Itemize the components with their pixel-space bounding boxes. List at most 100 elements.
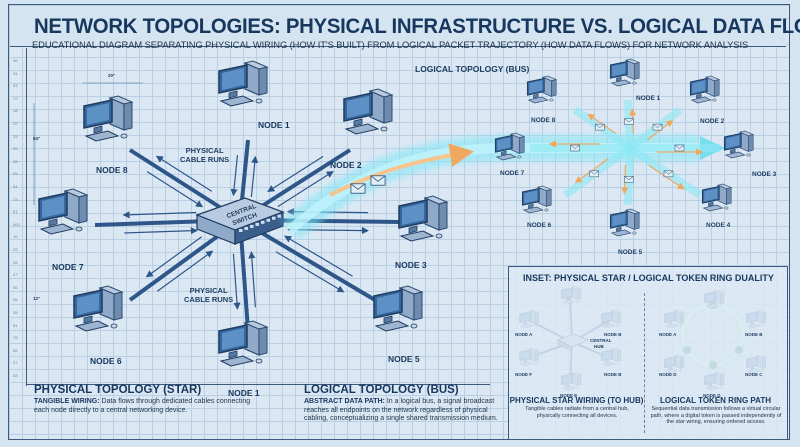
ruler-tick: 38 bbox=[13, 158, 18, 164]
envelope-icon bbox=[652, 123, 663, 131]
cable-runs-label-top: PHYSICAL CABLE RUNS bbox=[180, 146, 229, 164]
switch-port bbox=[255, 222, 259, 226]
computer-icon bbox=[73, 285, 123, 332]
ruler-tick: 53 bbox=[13, 83, 18, 89]
ruler-tick: 400 bbox=[13, 221, 20, 227]
node-label: NODE 2 bbox=[330, 160, 362, 170]
node-label: NODE 8 bbox=[96, 165, 128, 175]
ruler-tick: 54 bbox=[13, 322, 18, 328]
cable-runs-label-bottom: PHYSICAL CABLE RUNS bbox=[184, 286, 233, 304]
ruler-tick: 47 bbox=[13, 272, 18, 278]
switch-port bbox=[266, 218, 270, 222]
outbound-arrow bbox=[250, 155, 259, 197]
computer-icon bbox=[609, 58, 640, 87]
ruler-tick: 54 bbox=[13, 184, 18, 189]
packet-arrow bbox=[587, 113, 617, 134]
computer-icon bbox=[723, 130, 754, 159]
outbound-arrow bbox=[155, 155, 213, 192]
physical-lead: TANGIBLE WIRING: bbox=[34, 398, 100, 405]
envelope-icon bbox=[674, 144, 685, 152]
page-title: NETWORK TOPOLOGIES: PHYSICAL INFRASTRUCT… bbox=[34, 15, 800, 38]
physical-body: Data flows through dedicated cables conn… bbox=[34, 398, 251, 414]
node-label: NODE 6 bbox=[90, 356, 122, 366]
inset-node-label: NODE A bbox=[515, 332, 533, 337]
cable-label-line: PHYSICAL bbox=[185, 146, 224, 155]
node-label: NODE 7 bbox=[500, 170, 525, 177]
cable-label-line: CABLE RUNS bbox=[184, 295, 234, 304]
switch-port bbox=[261, 220, 265, 224]
envelope-icon bbox=[589, 170, 599, 178]
physical-topology-text: TANGIBLE WIRING: Data flows through dedi… bbox=[34, 398, 254, 415]
envelope-icon bbox=[370, 175, 386, 186]
envelope-icon bbox=[570, 144, 580, 152]
envelope-icon bbox=[350, 183, 366, 194]
computer-icon bbox=[609, 208, 640, 237]
ruler-tick: 25 bbox=[13, 247, 18, 252]
ruler-tick: 45 bbox=[13, 297, 18, 303]
ruler-tick: 35 bbox=[13, 146, 18, 152]
ruler-tick: 73 bbox=[13, 196, 18, 202]
ruler-tick: 56 bbox=[13, 284, 18, 290]
page-subtitle: EDUCATIONAL DIAGRAM SEPARATING PHYSICAL … bbox=[32, 39, 749, 50]
computer-icon bbox=[689, 75, 720, 104]
inset-node-label: NODE A bbox=[659, 332, 677, 337]
node-label: NODE 7 bbox=[52, 262, 84, 272]
logical-topology-text: ABSTRACT DATA PATH: In a logical bus, a … bbox=[304, 398, 499, 424]
logical-bus-title: LOGICAL TOPOLOGY (BUS) bbox=[415, 64, 530, 74]
outbound-arrow bbox=[275, 251, 345, 293]
computer-icon bbox=[343, 88, 393, 135]
ruler-tick: 37 bbox=[13, 360, 18, 366]
star-body: Tangible cables radiate from a central h… bbox=[525, 406, 629, 419]
switch-port bbox=[277, 214, 281, 218]
node-label: NODE 4 bbox=[706, 222, 731, 229]
physical-topology-title: PHYSICAL TOPOLOGY (STAR) bbox=[34, 384, 202, 396]
inset-node-label: NODE C bbox=[745, 372, 763, 377]
logical-lead: ABSTRACT DATA PATH: bbox=[304, 398, 385, 405]
inset-node-label: NODE B bbox=[604, 332, 622, 337]
ruler-tick: 58 bbox=[13, 373, 18, 378]
star-caption: PHYSICAL STAR WIRING (TO HUB) bbox=[509, 396, 644, 405]
inset-node-label: NODE B bbox=[604, 372, 622, 377]
computer-icon bbox=[521, 185, 552, 214]
header: NETWORK TOPOLOGIES: PHYSICAL INFRASTRUCT… bbox=[10, 6, 800, 50]
ruler-tick: 35 bbox=[13, 310, 18, 315]
outbound-arrow bbox=[122, 211, 197, 219]
node-label: NODE 1 bbox=[228, 388, 260, 398]
inbound-arrow bbox=[230, 155, 239, 197]
ruler-tick: 72 bbox=[13, 95, 18, 101]
inset-divider bbox=[644, 293, 645, 433]
ruler-tick: 51 bbox=[13, 209, 18, 215]
ruler-tick: 19 bbox=[13, 234, 18, 240]
inset-title: INSET: PHYSICAL STAR / LOGICAL TOKEN RIN… bbox=[523, 273, 774, 283]
switch-port bbox=[239, 229, 243, 232]
node-label: NODE 1 bbox=[258, 120, 290, 130]
ruler-tick: 86 bbox=[13, 347, 18, 353]
hub-label: HUB bbox=[594, 344, 604, 349]
computer-icon bbox=[83, 95, 133, 142]
cable-label-line: CABLE RUNS bbox=[180, 155, 230, 164]
switch-port bbox=[250, 224, 254, 228]
dimension-height-label: 84" bbox=[33, 136, 41, 141]
ruler-tick: 33 bbox=[13, 133, 18, 139]
node-label: NODE 5 bbox=[618, 249, 643, 256]
computer-icon bbox=[373, 285, 423, 332]
logical-body: In a logical bus, a signal broadcast rea… bbox=[304, 398, 498, 422]
computer-icon bbox=[701, 183, 732, 212]
inset-node-label: NODE F bbox=[515, 372, 533, 377]
computer-icon bbox=[218, 320, 268, 367]
ring-caption: LOGICAL TOKEN RING PATH bbox=[660, 396, 771, 405]
inbound-arrow bbox=[248, 251, 256, 308]
inbound-arrow bbox=[124, 227, 199, 235]
inbound-arrow bbox=[267, 155, 324, 193]
ruler-tick: 75 bbox=[13, 335, 18, 341]
hub-label: CENTRAL bbox=[590, 338, 612, 343]
ruler-tick: 55 bbox=[13, 171, 18, 177]
ruler-tick: 29 bbox=[13, 121, 18, 126]
dimension-height2-label: 12" bbox=[33, 296, 41, 301]
inbound-arrow bbox=[284, 235, 353, 277]
node-label: NODE 6 bbox=[527, 222, 552, 229]
node-label: NODE 2 bbox=[700, 118, 725, 125]
node-label: NODE 3 bbox=[395, 260, 427, 270]
logical-topology-title: LOGICAL TOPOLOGY (BUS) bbox=[304, 384, 459, 396]
